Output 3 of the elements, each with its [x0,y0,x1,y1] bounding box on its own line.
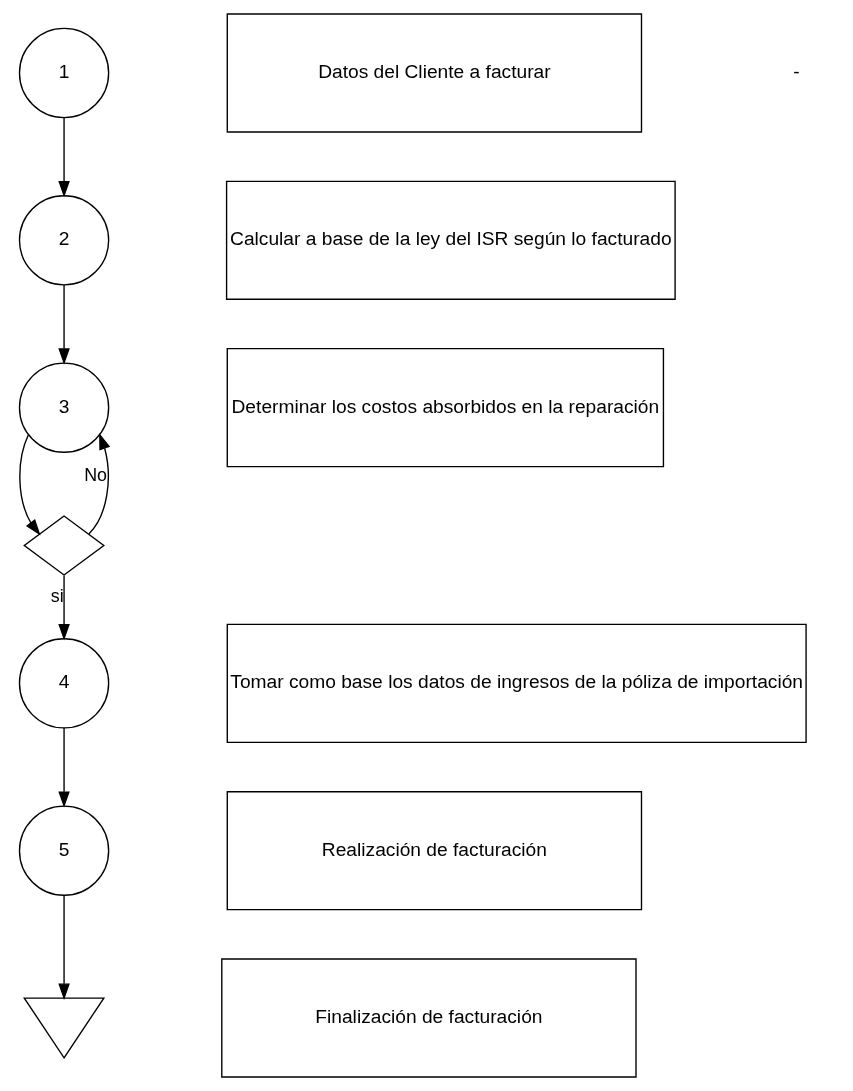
edge-label: No [84,464,107,485]
label: - [793,61,800,83]
edge-label: si [50,586,64,607]
